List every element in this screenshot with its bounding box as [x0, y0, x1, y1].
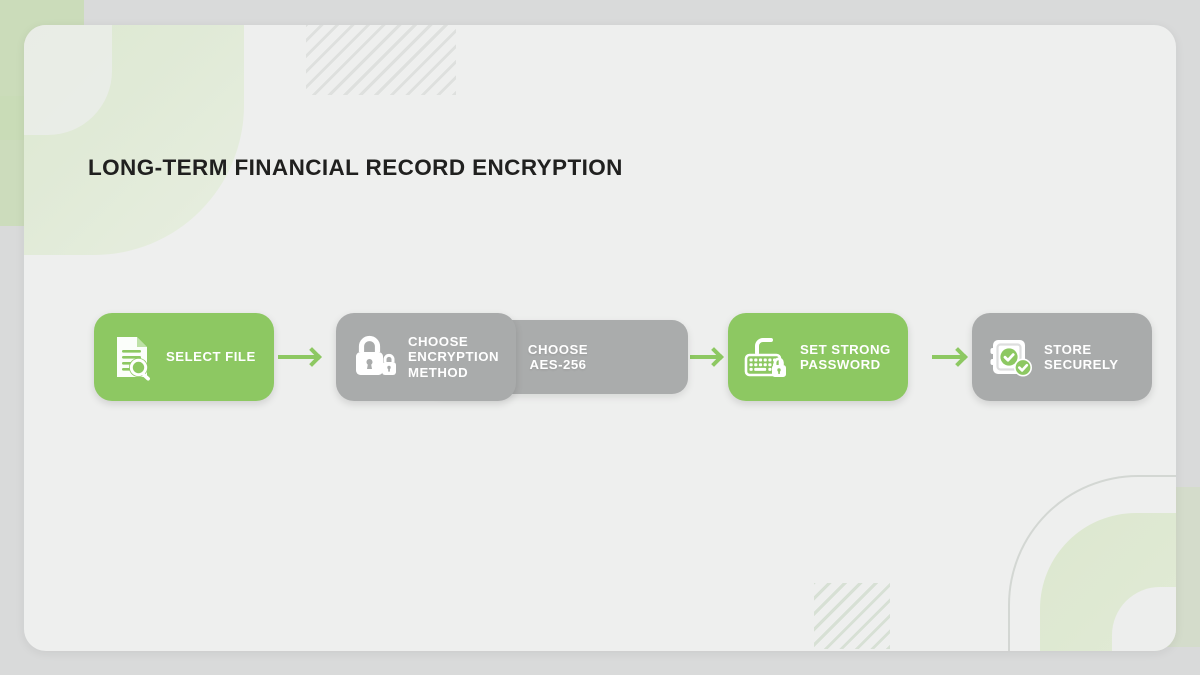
slide-card: LONG-TERM FINANCIAL RECORD ENCRYPTION SE… [24, 25, 1176, 651]
flow-step-label: CHOOSE ENCRYPTION METHOD [408, 333, 499, 380]
flow-step-label: CHOOSE AES-256 [527, 341, 589, 373]
arrow-right-icon-3 [932, 355, 964, 359]
decorative-hatch-top [306, 25, 456, 95]
encryption-flow-diagram: SELECT FILE CHOOSE AES-256 [24, 313, 1176, 417]
flow-step-select-file[interactable]: SELECT FILE [94, 313, 274, 401]
document-search-icon [108, 332, 158, 382]
arrow-right-icon-2 [690, 355, 720, 359]
decorative-hatch-bottom [814, 583, 890, 649]
flow-step-label: SELECT FILE [166, 349, 256, 365]
vault-check-icon [986, 332, 1036, 382]
page-title: LONG-TERM FINANCIAL RECORD ENCRYPTION [88, 155, 623, 180]
keyboard-lock-icon [742, 332, 792, 382]
flow-step-store-securely[interactable]: STORE SECURELY [972, 313, 1152, 401]
arrow-right-icon-1 [278, 355, 318, 359]
flow-step-set-strong-password[interactable]: SET STRONG PASSWORD [728, 313, 908, 401]
flow-step-label: STORE SECURELY [1044, 341, 1119, 373]
decorative-arc-outline [1008, 475, 1176, 651]
flow-step-choose-encryption-method[interactable]: CHOOSE ENCRYPTION METHOD [336, 313, 516, 401]
flow-step-label: SET STRONG PASSWORD [800, 341, 891, 373]
padlock-icon [350, 332, 400, 382]
